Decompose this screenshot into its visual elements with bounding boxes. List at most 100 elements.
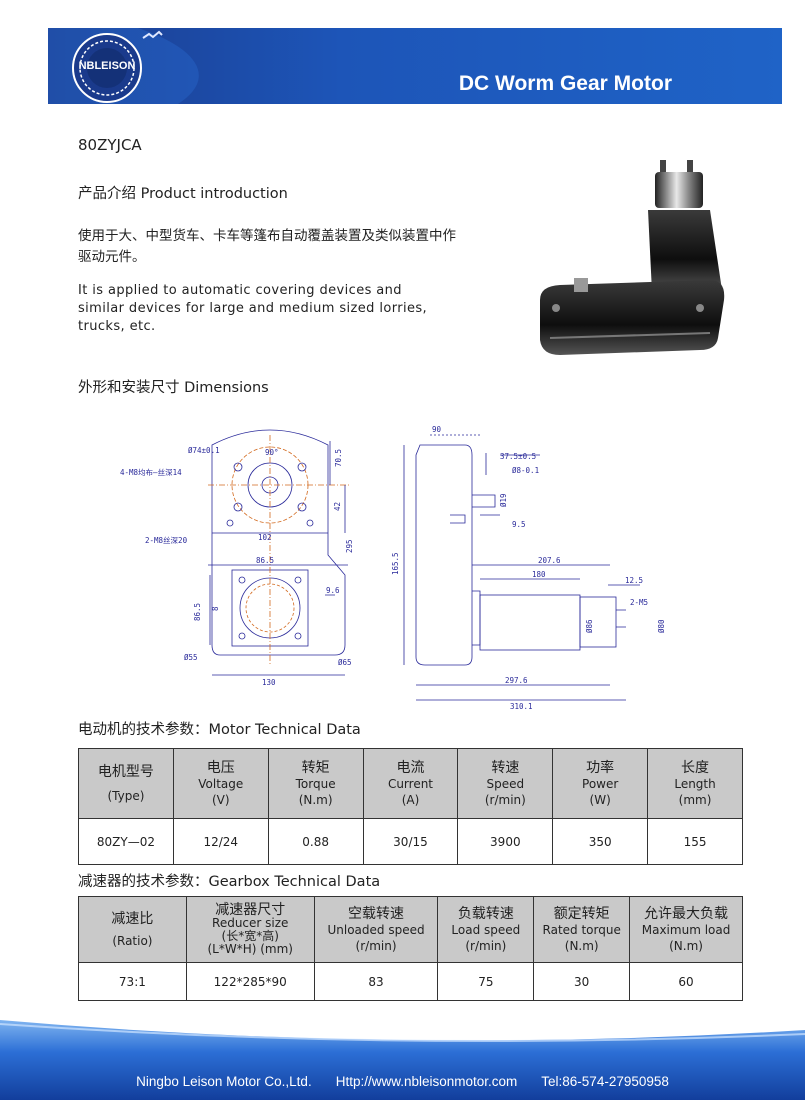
dim-d80: Ø80 [657, 619, 666, 633]
intro-text-cn: 使用于大、中型货车、卡车等篷布自动覆盖装置及类似装置中作驱动元件。 [78, 228, 456, 265]
gearbox-th-rated-cn: 额定转矩 [553, 905, 610, 922]
gearbox-th-maxload-cn: 允许最大负载 [644, 905, 729, 922]
gearbox-th-rated-en: Rated torque [542, 922, 621, 937]
motor-th-voltage-en: Voltage [198, 776, 244, 791]
dim-d55: Ø55 [184, 653, 198, 662]
dim-d19: Ø19 [499, 493, 508, 507]
footer-tel: Tel:86-574-27950958 [541, 1074, 669, 1089]
motor-photo [540, 160, 725, 355]
dim-4m8: 4-M8均布—丝深14 [120, 467, 182, 477]
dim-295: 295 [345, 539, 354, 553]
motor-th-length-en: Length [674, 776, 716, 791]
model-number: 80ZYJCA [78, 136, 142, 154]
gearbox-cell-ratio: 73:1 [78, 962, 187, 1001]
dim-9-5: 9.5 [512, 520, 526, 529]
dim-70: 70.5 [334, 449, 343, 467]
motor-cell-power: 350 [552, 818, 649, 865]
motor-data-title: 电动机的技术参数：Motor Technical Data [78, 722, 361, 738]
intro-title: 产品介绍 Product introduction [78, 186, 288, 202]
gearbox-th-size-en: Reducer size [212, 915, 289, 930]
motor-th-torque-cn: 转矩 [301, 759, 330, 776]
dim-8: 8 [211, 606, 220, 611]
dim-12-5: 12.5 [625, 576, 643, 585]
gearbox-th-size-unit: (L*W*H) (mm) [207, 941, 293, 956]
motor-data-table: 电机型号 (Type) 电压 Voltage (V) 转矩 Torque (N.… [78, 748, 743, 865]
dimension-drawing: Ø74±0.1 90° 4-M8均布—丝深14 2-M8丝深20 70.5 42… [120, 425, 666, 711]
motor-th-type-cn: 电机型号 [97, 763, 154, 780]
gearbox-th-ratio-cn: 减速比 [111, 910, 154, 927]
motor-th-speed-unit: (r/min) [484, 792, 526, 807]
dim-297-6: 297.6 [505, 676, 528, 685]
dim-165-5: 165.5 [391, 552, 400, 575]
motor-th-speed-en: Speed [486, 776, 525, 791]
gearbox-th-rated-unit: (N.m) [564, 938, 599, 953]
gearbox-data-row: 73:1 122*285*90 83 75 30 60 [78, 962, 743, 1001]
motor-th-length-cn: 长度 [681, 759, 710, 776]
gearbox-cell-size: 122*285*90 [185, 962, 315, 1001]
motor-th-speed-cn: 转速 [491, 759, 520, 776]
motor-header-row: 电机型号 (Type) 电压 Voltage (V) 转矩 Torque (N.… [78, 748, 743, 819]
dim-86w: 86.5 [256, 556, 274, 565]
gearbox-cell-rated: 30 [533, 962, 631, 1001]
gearbox-cell-unloaded: 83 [313, 962, 439, 1001]
footer-wave [0, 1020, 805, 1100]
gearbox-header-row: 减速比 (Ratio) 减速器尺寸 Reducer size (长*宽*高) (… [78, 896, 743, 963]
motor-th-torque-unit: (N.m) [298, 792, 333, 807]
motor-th-length-unit: (mm) [678, 792, 712, 807]
motor-th-power-unit: (W) [589, 792, 611, 807]
dim-37-5: 37.5±0.5 [500, 452, 536, 461]
motor-th-power-en: Power [582, 776, 619, 791]
motor-th-power-cn: 功率 [586, 759, 615, 776]
dim-m8: 2-M8丝深20 [145, 535, 188, 545]
motor-cell-current: 30/15 [362, 818, 459, 865]
dim-207-6: 207.6 [538, 556, 561, 565]
dimensions-title: 外形和安装尺寸 Dimensions [78, 380, 269, 396]
dim-m5: 2-M5 [630, 598, 648, 607]
motor-data-row: 80ZY—02 12/24 0.88 30/15 3900 350 155 [78, 818, 743, 865]
gearbox-th-load-unit: (r/min) [465, 938, 507, 953]
gearbox-th-size-cn: 减速器尺寸 [215, 901, 286, 918]
dim-a90: 90° [265, 448, 279, 457]
dim-d86: Ø86 [585, 619, 594, 633]
motor-th-voltage-unit: (V) [211, 792, 230, 807]
gearbox-data-table: 减速比 (Ratio) 减速器尺寸 Reducer size (长*宽*高) (… [78, 896, 743, 1001]
gearbox-th-unloaded-cn: 空载转速 [348, 905, 405, 922]
dim-d74: Ø74±0.1 [188, 446, 220, 455]
gearbox-th-ratio-unit: (Ratio) [112, 933, 153, 948]
footer-company: Ningbo Leison Motor Co.,Ltd. [136, 1074, 312, 1089]
motor-cell-length: 155 [647, 818, 743, 865]
dim-d65: Ø65 [338, 658, 352, 667]
dim-310-1: 310.1 [510, 702, 533, 711]
gearbox-data-title: 减速器的技术参数：Gearbox Technical Data [78, 874, 381, 890]
motor-th-current-unit: (A) [401, 792, 420, 807]
dim-130: 130 [262, 678, 276, 687]
gearbox-th-unloaded-unit: (r/min) [355, 938, 397, 953]
gearbox-th-size-extra: (长*宽*高) [221, 928, 279, 943]
footer: Ningbo Leison Motor Co.,Ltd. Http://www.… [0, 1074, 805, 1089]
footer-website[interactable]: Http://www.nbleisonmotor.com [335, 1074, 518, 1089]
gearbox-th-load-cn: 负载转速 [457, 905, 514, 922]
dim-9-6: 9.6 [326, 586, 340, 595]
motor-th-voltage-cn: 电压 [206, 759, 235, 776]
dim-180: 180 [532, 570, 546, 579]
gearbox-th-maxload-en: Maximum load [641, 922, 731, 937]
dim-d8: Ø8-0.1 [512, 466, 539, 475]
header-title: DC Worm Gear Motor [458, 72, 672, 95]
motor-cell-voltage: 12/24 [172, 818, 269, 865]
dim-42: 42 [333, 502, 342, 511]
gearbox-cell-maxload: 60 [629, 962, 743, 1001]
motor-cell-torque: 0.88 [267, 818, 364, 865]
gearbox-th-load-en: Load speed [451, 922, 521, 937]
company-logo: NBLEISON [62, 30, 152, 110]
dim-86v: 86.5 [193, 603, 202, 621]
intro-text-en: It is applied to automatic covering devi… [78, 283, 428, 334]
gearbox-th-unloaded-en: Unloaded speed [327, 922, 425, 937]
gearbox-cell-load: 75 [437, 962, 535, 1001]
motor-cell-speed: 3900 [457, 818, 554, 865]
gearbox-th-maxload-unit: (N.m) [669, 938, 703, 953]
motor-th-current-cn: 电流 [396, 759, 425, 776]
motor-cell-type: 80ZY—02 [78, 818, 174, 865]
motor-th-current-en: Current [387, 776, 434, 791]
motor-th-torque-en: Torque [295, 776, 336, 791]
logo-text: NBLEISON [78, 60, 136, 72]
